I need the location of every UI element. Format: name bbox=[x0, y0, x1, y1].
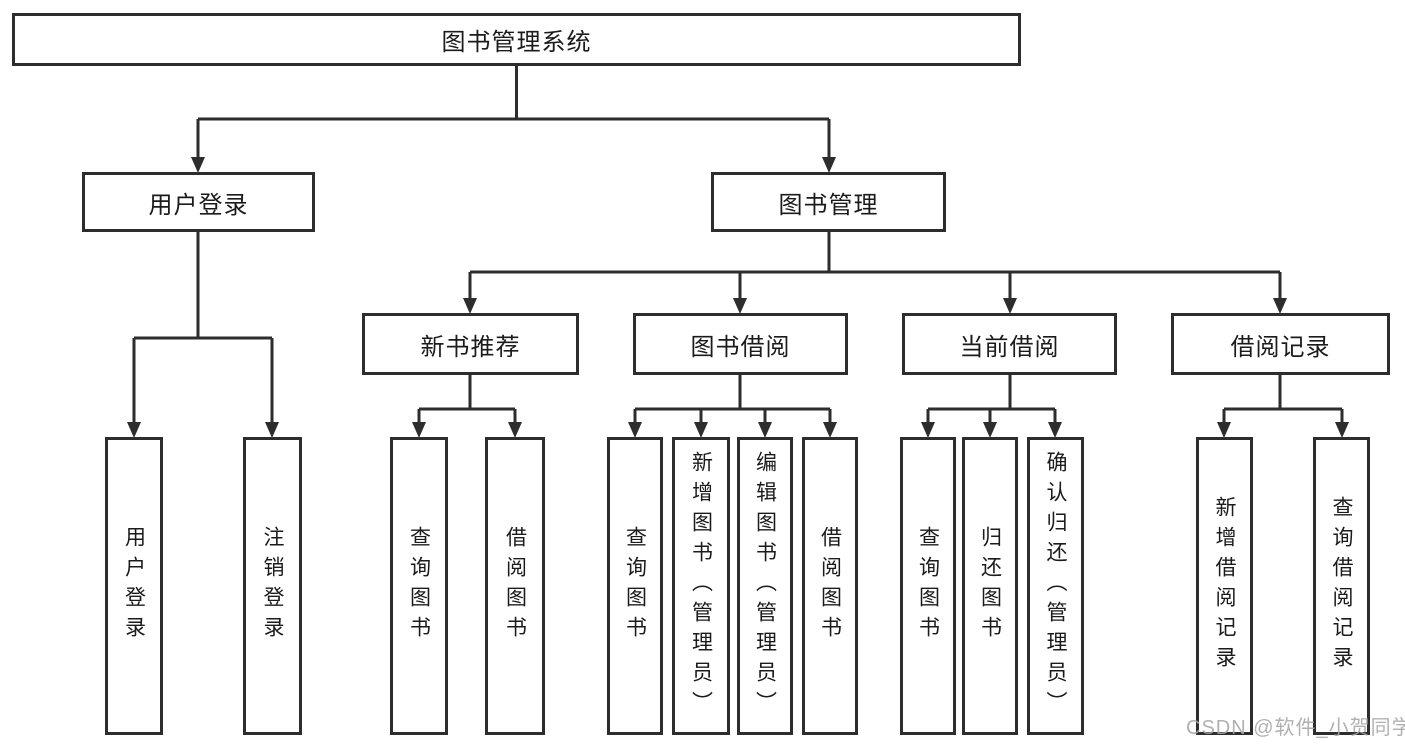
node-label: 图书管理 bbox=[778, 191, 879, 219]
node-book-borrow: 图书借阅 bbox=[633, 313, 848, 375]
leaf-user-login: 用户登录 bbox=[105, 437, 163, 735]
node-label: 新书推荐 bbox=[420, 333, 521, 361]
edge-user-login-children bbox=[132, 230, 274, 425]
edge-new-book-children bbox=[417, 373, 517, 425]
node-new-book-recommend: 新书推荐 bbox=[362, 313, 579, 375]
node-root-system: 图书管理系统 bbox=[12, 13, 1021, 66]
node-root-label: 图书管理系统 bbox=[441, 29, 592, 56]
arrow-down-icon bbox=[823, 422, 837, 438]
arrow-down-icon bbox=[628, 422, 642, 438]
leaf-edit-book-admin: 编辑图书（管理员） bbox=[737, 437, 793, 735]
leaf-label: 查询借阅记录 bbox=[1330, 496, 1353, 676]
leaf-label: 查询图书 bbox=[916, 526, 940, 646]
arrow-down-icon bbox=[1003, 298, 1017, 314]
edge-root-to-level2 bbox=[196, 64, 831, 160]
leaf-label: 确认归还（管理员） bbox=[1044, 451, 1067, 721]
node-label: 当前借阅 bbox=[959, 333, 1060, 361]
leaf-label: 注销登录 bbox=[261, 526, 284, 646]
leaf-add-borrow-record: 新增借阅记录 bbox=[1196, 437, 1253, 735]
edge-book-management-children bbox=[468, 230, 1282, 301]
edge-borrow-record-children bbox=[1222, 373, 1344, 425]
arrow-down-icon bbox=[463, 298, 477, 314]
arrow-down-icon bbox=[508, 422, 522, 438]
arrow-down-icon bbox=[127, 422, 141, 438]
node-label: 借阅记录 bbox=[1230, 333, 1331, 361]
arrow-down-icon bbox=[1217, 422, 1231, 438]
leaf-label: 查询图书 bbox=[407, 526, 431, 646]
leaf-label: 新增图书（管理员） bbox=[689, 451, 713, 721]
arrow-down-icon bbox=[1273, 298, 1287, 314]
node-label: 用户登录 bbox=[148, 191, 249, 219]
leaf-borrow-book-recommend: 借阅图书 bbox=[485, 437, 545, 735]
leaf-label: 新增借阅记录 bbox=[1213, 496, 1236, 676]
leaf-return-book: 归还图书 bbox=[962, 437, 1018, 735]
leaf-label: 用户登录 bbox=[122, 526, 146, 646]
leaf-label: 编辑图书（管理员） bbox=[753, 451, 777, 721]
arrow-down-icon bbox=[758, 422, 772, 438]
node-user-login: 用户登录 bbox=[82, 172, 315, 232]
leaf-confirm-return-admin: 确认归还（管理员） bbox=[1027, 437, 1084, 735]
edge-book-borrow-children bbox=[633, 373, 832, 425]
node-book-management: 图书管理 bbox=[711, 172, 946, 232]
node-borrow-records: 借阅记录 bbox=[1171, 313, 1390, 375]
leaf-query-book-recommend: 查询图书 bbox=[390, 437, 448, 735]
arrow-down-icon bbox=[412, 422, 426, 438]
arrow-down-icon bbox=[191, 157, 205, 173]
leaf-logout: 注销登录 bbox=[243, 437, 302, 735]
leaf-add-book-admin: 新增图书（管理员） bbox=[672, 437, 730, 735]
leaf-label: 借阅图书 bbox=[503, 526, 527, 646]
arrow-down-icon bbox=[265, 422, 279, 438]
arrow-down-icon bbox=[822, 157, 836, 173]
arrow-down-icon bbox=[1048, 422, 1062, 438]
csdn-watermark: CSDN @软件_小贺同学 bbox=[1186, 717, 1405, 739]
leaf-query-book-current: 查询图书 bbox=[900, 437, 956, 735]
node-label: 图书借阅 bbox=[690, 333, 791, 361]
leaf-query-book-borrow: 查询图书 bbox=[607, 437, 663, 735]
leaf-borrow-book: 借阅图书 bbox=[802, 437, 858, 735]
edge-current-borrow-children bbox=[926, 373, 1057, 425]
leaf-label: 借阅图书 bbox=[818, 526, 842, 646]
leaf-label: 归还图书 bbox=[978, 526, 1002, 646]
arrow-down-icon bbox=[1335, 422, 1349, 438]
arrow-down-icon bbox=[983, 422, 997, 438]
arrow-down-icon bbox=[694, 422, 708, 438]
leaf-label: 查询图书 bbox=[623, 526, 647, 646]
leaf-query-borrow-record: 查询借阅记录 bbox=[1313, 437, 1370, 735]
node-current-borrow: 当前借阅 bbox=[902, 313, 1117, 375]
arrow-down-icon bbox=[733, 298, 747, 314]
arrow-down-icon bbox=[921, 422, 935, 438]
